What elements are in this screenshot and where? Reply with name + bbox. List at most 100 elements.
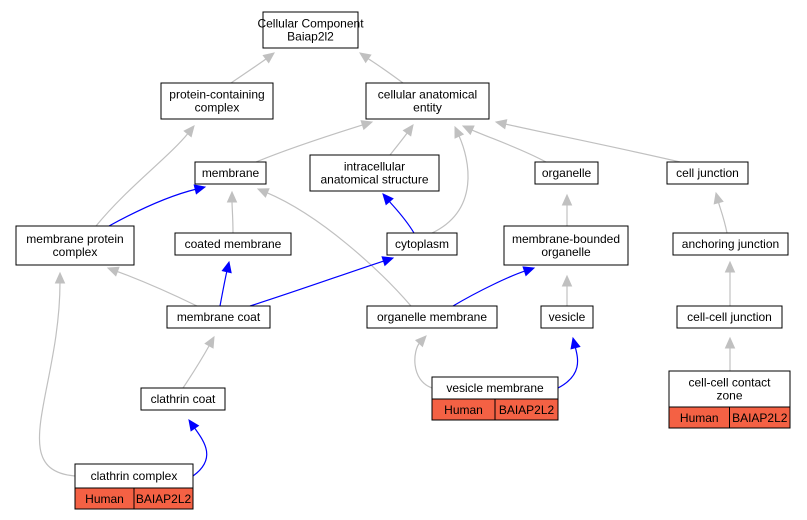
node-cell-cell-junction[interactable]: cell-cell junction (676, 305, 783, 329)
arrowhead-icon (561, 274, 573, 287)
node-label: complex (195, 101, 240, 115)
edge-cell-junction-to-cellular-anatomical-entity (494, 119, 681, 163)
node-vesicle[interactable]: vesicle (540, 305, 594, 329)
node-clathrin-coat[interactable]: clathrin coat (140, 387, 226, 411)
edge-membrane-coat-to-membrane-protein-complex (106, 266, 198, 307)
edge-line (231, 200, 234, 234)
annotation-gene-cell (494, 398, 559, 421)
node-label: membrane protein (26, 232, 123, 246)
arrowhead-icon (570, 336, 581, 350)
node-label: complex (53, 245, 98, 259)
node-cytoplasm[interactable]: cytoplasm (386, 232, 458, 256)
edge-line (266, 191, 412, 307)
node-membrane-coat[interactable]: membrane coat (166, 305, 271, 329)
edge-membrane-coat-to-coated-membrane (219, 260, 232, 307)
arrowhead-icon (54, 271, 66, 284)
edge-clathrin-coat-to-membrane-coat (182, 335, 215, 389)
edge-cell-cell-junction-to-anchoring-junction (724, 260, 736, 306)
edge-cell-cell-contact-zone-to-cell-cell-junction (724, 336, 736, 371)
node-organelle-membrane[interactable]: organelle membrane (366, 305, 498, 329)
node-box (160, 82, 274, 120)
arrowhead-icon (402, 124, 414, 137)
edge-intracellular-anatomical-structure-to-cellular-anatomical-entity (389, 124, 414, 156)
node-label: entity (413, 101, 442, 115)
arrowhead-icon (188, 419, 200, 432)
edge-line (470, 129, 547, 163)
edge-vesicle-membrane-to-vesicle (557, 336, 581, 389)
arrowhead-icon (561, 193, 573, 206)
arrowhead-icon (204, 335, 215, 349)
node-label: clathrin complex (91, 469, 178, 483)
node-organelle[interactable]: organelle (534, 161, 599, 185)
node-anchoring-junction[interactable]: anchoring junction (672, 232, 789, 256)
edge-clathrin-complex-to-clathrin-coat (188, 419, 208, 477)
edge-organelle-membrane-to-membrane-bounded-organelle (452, 266, 536, 307)
annotation-species: Human (85, 492, 124, 506)
annotation-gene-cell (729, 406, 791, 429)
edge-line (95, 132, 189, 227)
node-label: organelle membrane (377, 310, 487, 324)
node-label: membrane (202, 166, 260, 180)
edge-line (452, 270, 526, 307)
edge-line (431, 134, 469, 234)
annotation-species: Human (680, 411, 719, 425)
edge-membrane-protein-complex-to-protein-containing-complex (95, 125, 195, 227)
node-label: vesicle membrane (446, 381, 544, 395)
node-label: anchoring junction (682, 237, 779, 251)
arrowhead-icon (221, 260, 232, 274)
node-label: membrane-bounded (512, 232, 620, 246)
annotation-gene: BAIAP2L2 (136, 492, 192, 506)
node-coated-membrane[interactable]: coated membrane (174, 232, 292, 256)
node-label: cellular anatomical (378, 88, 477, 102)
node-box (309, 154, 440, 192)
arrowhead-icon (461, 125, 475, 136)
annotation-gene-cell (133, 487, 194, 510)
edge-vesicle-membrane-to-organelle-membrane (414, 335, 433, 389)
edge-line (388, 200, 415, 234)
edge-line (192, 427, 208, 477)
edge-membrane-protein-complex-to-membrane (108, 184, 207, 227)
edge-membrane-bounded-organelle-to-organelle (561, 193, 573, 226)
edge-line (414, 342, 433, 389)
node-label: vesicle (549, 310, 586, 324)
node-label: cell-cell contact (688, 376, 771, 390)
arrowhead-icon (522, 266, 536, 277)
node-label: Baiap2l2 (287, 30, 334, 44)
edge-vesicle-to-membrane-bounded-organelle (561, 274, 573, 306)
edge-cytoplasm-to-cellular-anatomical-entity (431, 125, 469, 234)
node-box (365, 82, 490, 120)
edge-cellular-anatomical-entity-to-root (358, 52, 404, 84)
arrowhead-icon (724, 336, 736, 349)
node-label: protein-containing (169, 88, 264, 102)
node-box (166, 305, 271, 329)
arrowhead-icon (226, 190, 238, 203)
node-label: cell junction (676, 166, 739, 180)
edge-line (249, 260, 385, 307)
node-label: intracellular (344, 160, 405, 174)
node-box (15, 225, 135, 266)
node-cell-junction[interactable]: cell junction (666, 161, 749, 185)
edge-line (182, 344, 211, 389)
edge-line (255, 124, 364, 163)
arrowhead-icon (713, 191, 724, 205)
node-label: cytoplasm (395, 237, 449, 251)
arrowhead-icon (256, 188, 270, 198)
edge-organelle-to-cellular-anatomical-entity (461, 125, 547, 163)
node-box (74, 463, 194, 489)
node-membrane[interactable]: membrane (194, 161, 267, 185)
node-box (676, 305, 783, 329)
node-box (140, 387, 226, 411)
edge-line (504, 123, 681, 163)
node-box (668, 370, 791, 408)
